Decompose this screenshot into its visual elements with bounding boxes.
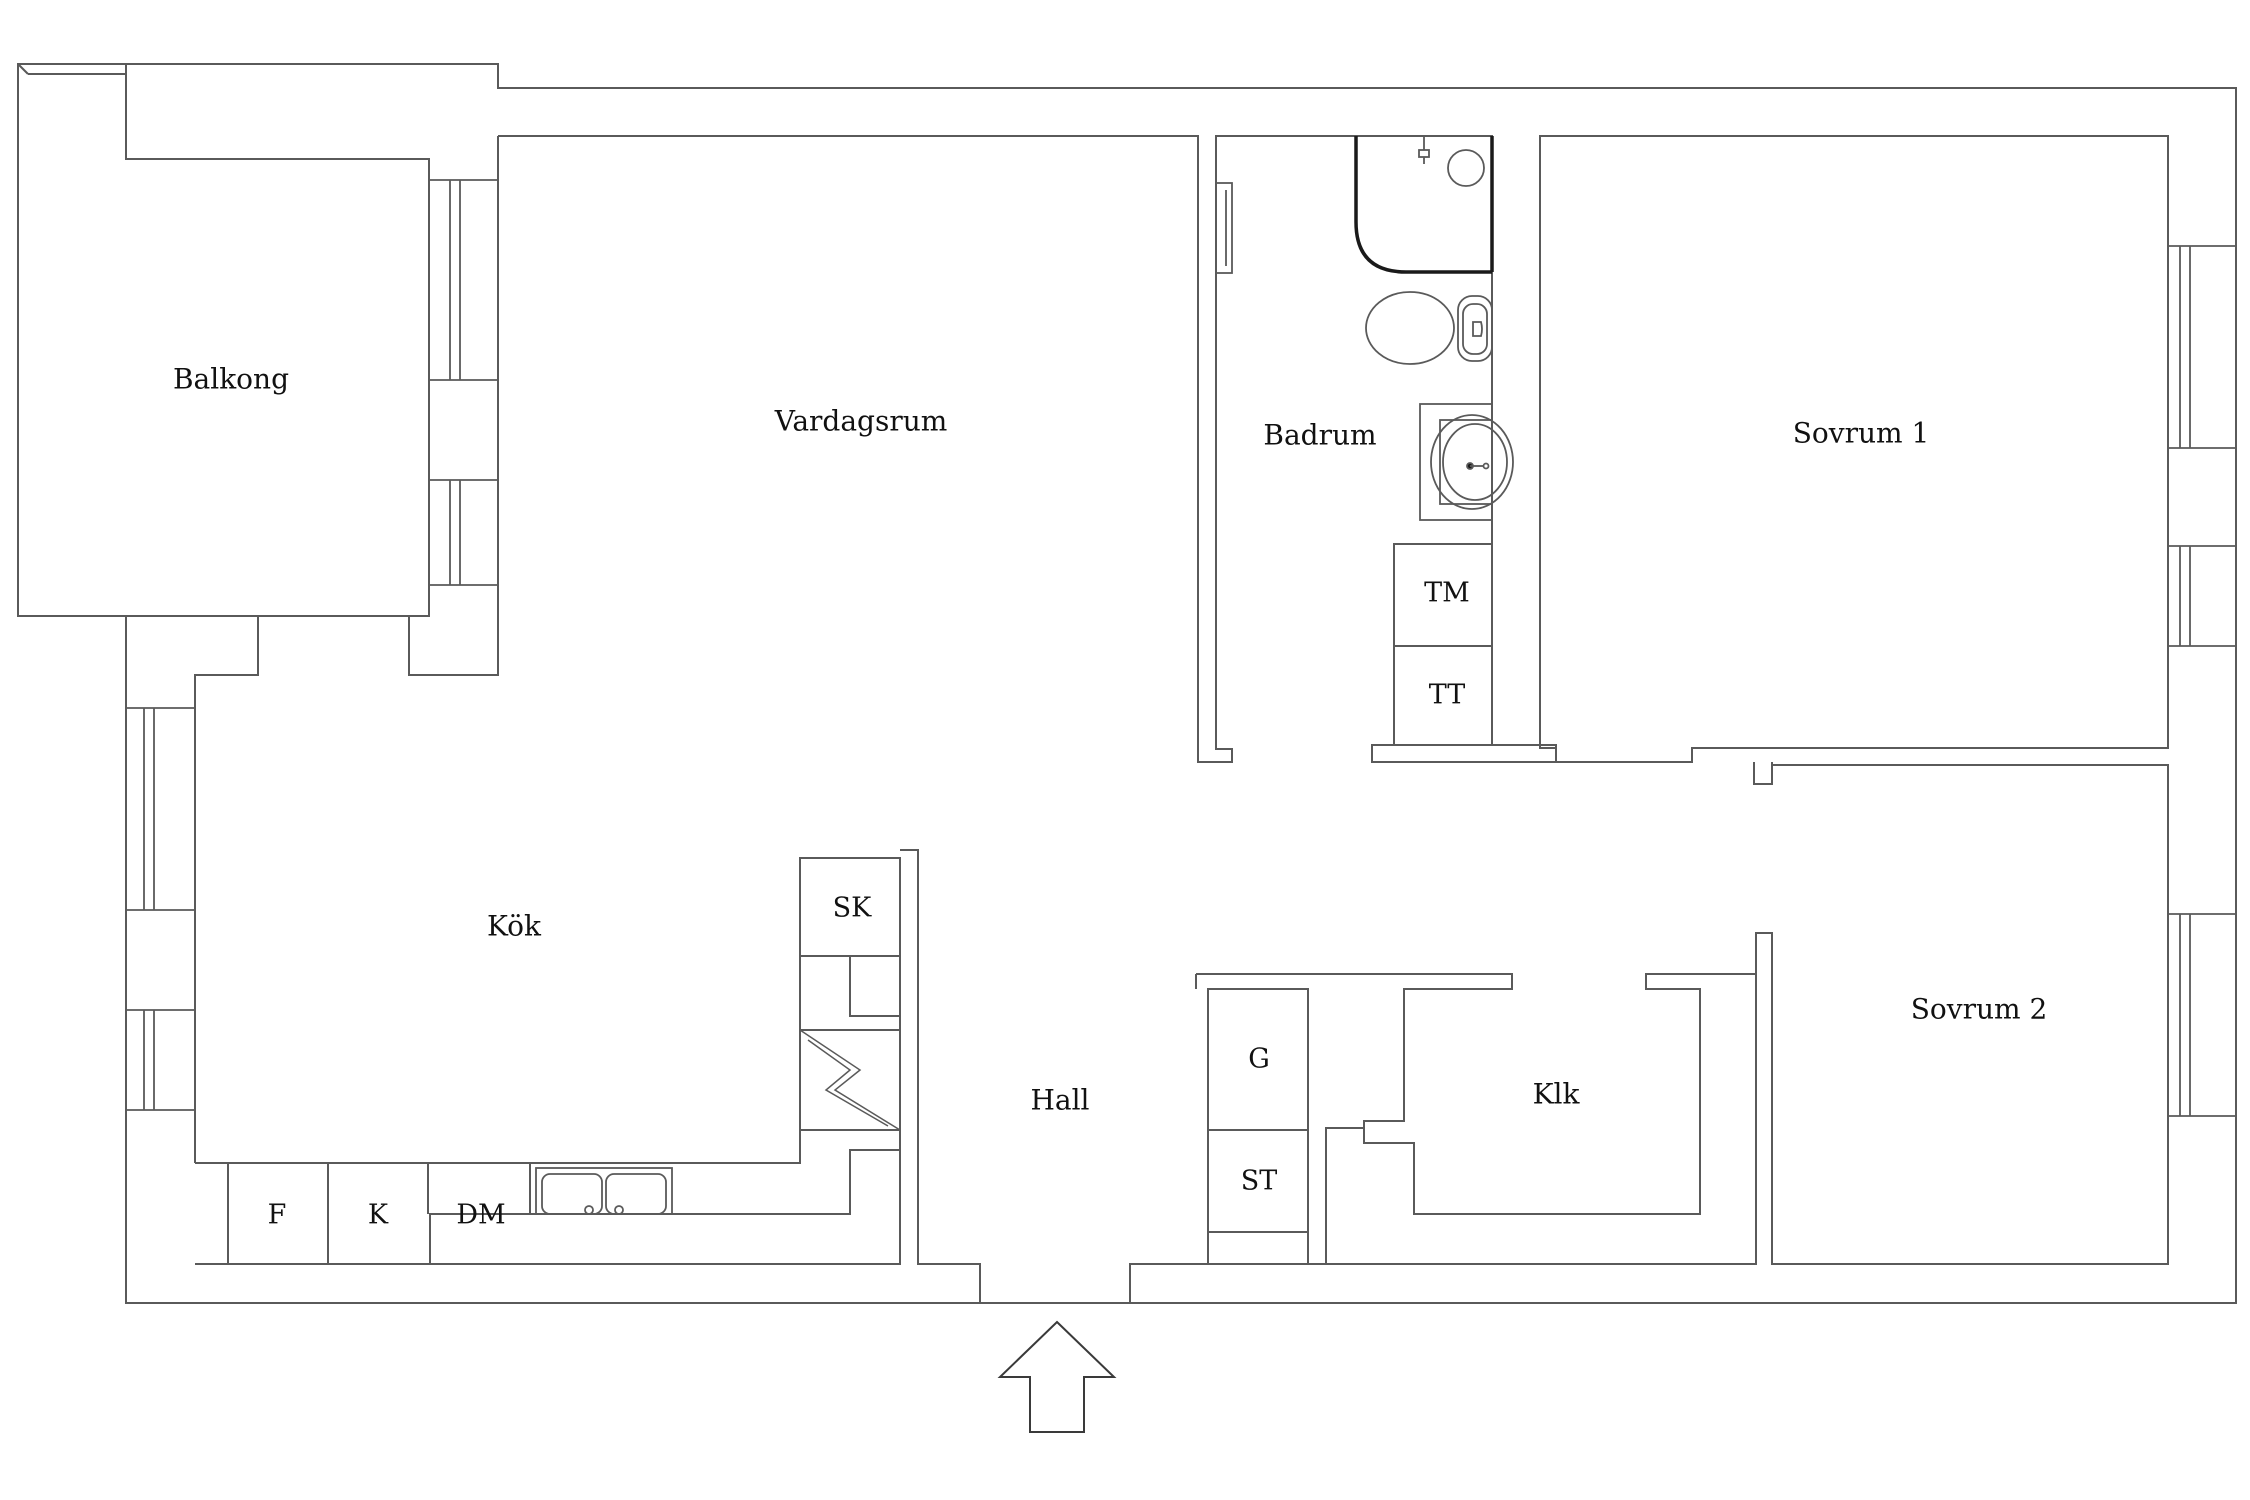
window-bedroom-1-lower <box>2168 545 2236 647</box>
closet-wall <box>1196 973 1757 1265</box>
kitchen-counter <box>195 857 901 1265</box>
shower-icon <box>1354 136 1492 274</box>
fixture-label-tt: TT <box>1429 680 1466 711</box>
fixture-label-dm: DM <box>456 1200 505 1231</box>
bathroom-fixtures <box>1354 136 1514 521</box>
window-kitchen-lower <box>126 1009 195 1111</box>
window-bedroom-2 <box>2168 913 2236 1117</box>
room-label-sovrum-1: Sovrum 1 <box>1793 417 1930 450</box>
room-label-kok: Kök <box>487 910 542 943</box>
hall-wall <box>900 849 981 1303</box>
room-label-badrum: Badrum <box>1263 419 1376 452</box>
shower-drain-icon <box>1447 149 1485 187</box>
window-balcony-upper <box>429 179 498 381</box>
bathroom-radiator <box>1215 182 1233 274</box>
kitchen-sink-icon <box>535 1167 673 1215</box>
fixture-label-sk: SK <box>833 893 872 924</box>
window-balcony-lower <box>429 479 498 586</box>
window-bedroom-1-upper <box>2168 245 2236 449</box>
fixture-label-f: F <box>268 1200 287 1231</box>
windows <box>126 179 2236 1117</box>
room-label-vardagsrum: Vardagsrum <box>774 405 948 438</box>
room-label-sovrum-2: Sovrum 2 <box>1911 993 2048 1026</box>
room-label-balkong: Balkong <box>173 363 289 396</box>
fixture-label-tm: TM <box>1424 578 1470 609</box>
outer-wall <box>17 63 2237 1304</box>
fixture-label-g: G <box>1248 1044 1270 1075</box>
sink-icon <box>1419 403 1514 521</box>
walls <box>17 63 2237 1304</box>
balcony-inner-wall <box>28 73 430 617</box>
toilet-icon <box>1365 291 1493 365</box>
window-kitchen-upper <box>126 707 195 911</box>
bedroom-1-wall <box>1539 135 2169 763</box>
fixture-label-st: ST <box>1241 1166 1278 1197</box>
entrance-arrow-icon <box>997 1320 1117 1433</box>
room-label-klk: Klk <box>1533 1078 1581 1111</box>
fixture-label-k: K <box>368 1200 389 1231</box>
room-label-hall: Hall <box>1030 1084 1089 1117</box>
